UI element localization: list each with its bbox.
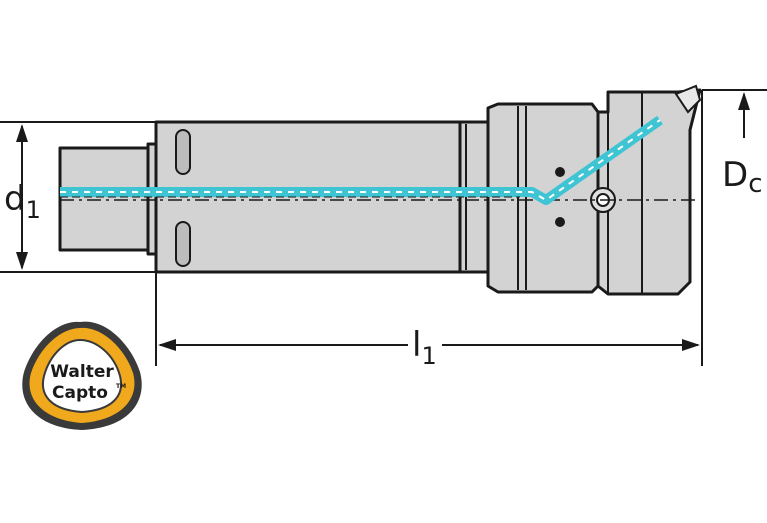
logo-line-walter: Walter <box>50 362 114 382</box>
logo-trademark: TM <box>116 383 126 390</box>
insert-carrier <box>596 88 702 296</box>
screw-hole-upper <box>555 167 565 177</box>
clamp-slot-top <box>175 129 191 175</box>
coolant-channel <box>60 115 663 205</box>
clamp-slot-bottom <box>175 221 191 267</box>
walter-capto-logo: Walter Capto TM <box>22 321 142 430</box>
logo-line-capto: Capto <box>52 383 108 403</box>
body-detail-lines <box>175 84 702 294</box>
cutting-insert <box>674 84 702 114</box>
dim-label-l1-bg <box>408 326 442 366</box>
rear-spigot <box>58 146 158 252</box>
dimension-arrows <box>16 92 750 351</box>
screw-hole-lower <box>555 217 565 227</box>
logo-inner-face <box>42 338 122 414</box>
screw-holes <box>555 167 565 227</box>
dim-label-dc: Dc <box>722 155 762 199</box>
dim-label-l1: l1 <box>412 325 437 370</box>
dim-label-d1: d1 <box>4 179 41 224</box>
